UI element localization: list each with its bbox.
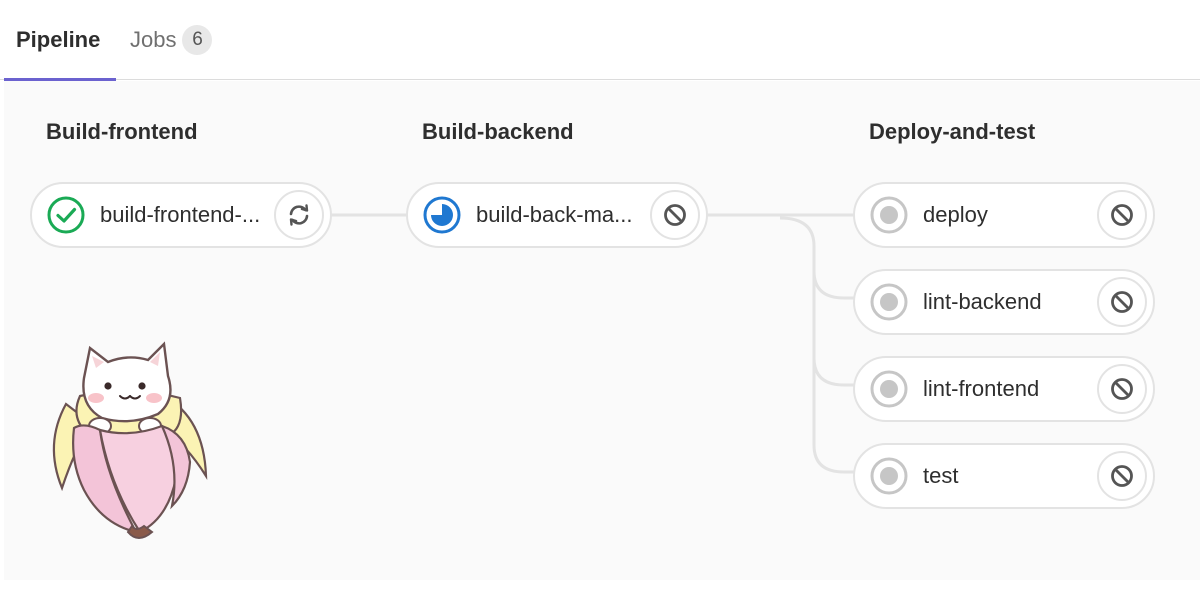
connector-line [812, 358, 854, 474]
jobs-count-badge: 6 [182, 25, 213, 55]
job-test[interactable]: test [853, 443, 1155, 509]
cancel-button[interactable] [1097, 364, 1147, 414]
cancel-button[interactable] [1097, 277, 1147, 327]
tab-jobs-label: Jobs [130, 27, 177, 52]
cancel-icon [1111, 378, 1133, 400]
stage-connectors [330, 213, 854, 474]
cancel-icon [1111, 291, 1133, 313]
stage-title-build-backend: Build-backend [422, 119, 574, 144]
stage-title-deploy-and-test: Deploy-and-test [869, 119, 1036, 144]
job-name: build-back-ma... [476, 202, 633, 227]
cancel-button[interactable] [1097, 451, 1147, 501]
job-name: lint-frontend [923, 376, 1040, 401]
cancel-button[interactable] [1097, 190, 1147, 240]
tab-pipeline[interactable]: Pipeline [4, 0, 116, 81]
job-lint-backend[interactable]: lint-backend [853, 269, 1155, 335]
cancel-icon [1111, 465, 1133, 487]
cancel-icon [1111, 204, 1133, 226]
pipeline-tabs: Pipeline Jobs 6 [0, 0, 1200, 81]
retry-icon [289, 204, 309, 226]
cancel-button[interactable] [650, 190, 700, 240]
retry-button[interactable] [274, 190, 324, 240]
job-name: build-frontend-... [100, 202, 261, 227]
created-status-icon [870, 283, 908, 321]
job-deploy[interactable]: deploy [853, 182, 1155, 248]
created-status-icon [870, 196, 908, 234]
job-build-frontend[interactable]: build-frontend-... [30, 182, 332, 248]
job-name: test [923, 463, 959, 488]
stage-title-build-frontend: Build-frontend [46, 119, 198, 144]
job-name: deploy [923, 202, 988, 227]
created-status-icon [870, 370, 908, 408]
pipeline-graph: Build-frontend Build-backend Deploy-and-… [4, 81, 1200, 580]
connector-line [779, 216, 854, 300]
created-status-icon [870, 457, 908, 495]
check-circle-icon [47, 196, 85, 234]
cat-in-banana-illustration [52, 341, 208, 539]
cancel-icon [664, 204, 686, 226]
job-name: lint-backend [923, 289, 1042, 314]
job-lint-frontend[interactable]: lint-frontend [853, 356, 1155, 422]
tab-jobs[interactable]: Jobs 6 [130, 0, 213, 80]
tab-pipeline-label: Pipeline [16, 27, 101, 52]
job-build-backend[interactable]: build-back-ma... [406, 182, 708, 248]
running-status-icon [423, 196, 461, 234]
